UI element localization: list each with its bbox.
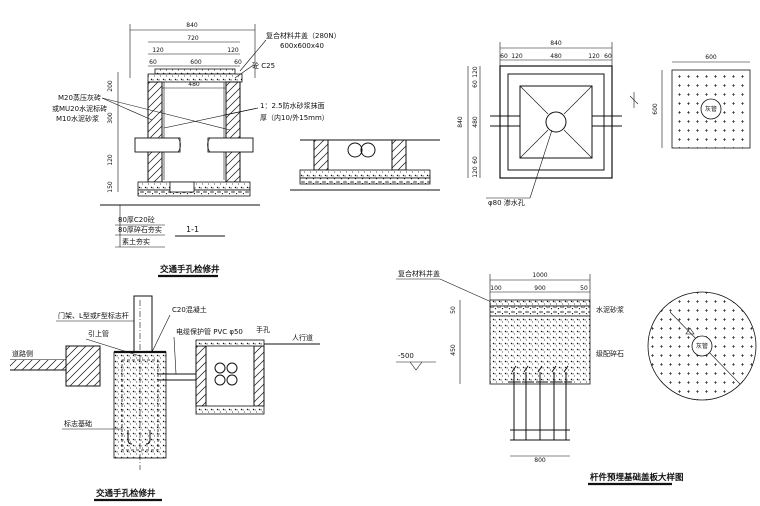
plan-view: 840 60 120 480 120 60 840 120 60 480 60 … xyxy=(457,40,639,207)
pole-v-dim-1: 50 xyxy=(450,306,457,314)
plan-v-b: 60 xyxy=(472,80,479,88)
cover-dim-w: 600 xyxy=(705,54,717,61)
pole-title: 杆件预埋基础盖板大样图 xyxy=(590,472,684,483)
dim-inner: 720 xyxy=(187,35,199,42)
v-dim-2: 300 xyxy=(107,112,114,124)
handhole-small xyxy=(290,139,440,191)
plan-dim-e: 60 xyxy=(604,53,612,60)
sign-foundation: 门架、L型或F型标志杆 引上管 C20混凝土 电缆保护管 PVC φ50 手孔 … xyxy=(10,295,320,502)
label-cover-size: 600x600x40 xyxy=(280,42,324,50)
pole-dim-right: 50 xyxy=(580,285,588,292)
cover-square: 600 600 灰管 xyxy=(652,54,751,149)
plan-v-total: 840 xyxy=(457,116,464,128)
plan-v-d: 60 xyxy=(472,156,479,164)
sign-label-pole: 门架、L型或F型标志杆 xyxy=(58,311,129,320)
label-cover: 复合材料井盖（280N） xyxy=(266,31,341,40)
section-mark: 1-1 xyxy=(186,225,199,234)
plan-dim-d: 120 xyxy=(588,53,600,60)
label-base-2: 80厚碎石夯实 xyxy=(118,225,162,234)
pole-dim-total: 1000 xyxy=(532,272,547,279)
pole-label-gravel: 级配碎石 xyxy=(596,349,624,358)
sign-label-base: 标志基础 xyxy=(64,419,92,428)
blank-area xyxy=(186,422,430,506)
sign-label-sidewalk: 人行道 xyxy=(292,333,313,342)
sign-label-conduit: 电缆保护管 PVC φ50 xyxy=(176,327,243,336)
v-dim-1: 200 xyxy=(107,80,114,92)
sign-label-c20: C20混凝土 xyxy=(172,305,207,314)
sign-title: 交通手孔检修井 xyxy=(96,488,156,499)
plan-v-e: 120 xyxy=(472,166,479,178)
pole-elevation: -500 xyxy=(398,352,414,360)
label-brick-1: M20蒸压灰砖 xyxy=(58,93,101,102)
round-cover-label: 灰管 xyxy=(696,342,708,350)
pole-dim-left: 100 xyxy=(490,285,502,292)
label-base-1: 80厚C20砼 xyxy=(118,215,155,224)
dim-lid-right: 60 xyxy=(234,59,242,66)
sign-label-pipe: 引上管 xyxy=(88,329,109,338)
cover-square-label: 灰管 xyxy=(705,105,717,113)
plan-dim-a: 60 xyxy=(500,53,508,60)
anchor-bolts xyxy=(508,365,572,441)
plan-dim-b: 120 xyxy=(511,53,523,60)
round-cover: 灰管 xyxy=(647,291,757,401)
label-brick-3: M10水泥砂浆 xyxy=(56,114,99,123)
plan-v-a: 120 xyxy=(472,66,479,78)
dim-lid-left: 60 xyxy=(149,59,157,66)
cover-dim-h: 600 xyxy=(652,103,659,115)
label-plaster-1: 1：2.5防水砂浆抹面 xyxy=(260,101,325,110)
dim-wall-left: 120 xyxy=(152,47,164,54)
pole-v-dim-2: 450 xyxy=(450,344,457,356)
v-dim-3: 120 xyxy=(107,154,114,166)
pole-label-cover: 复合材料井盖 xyxy=(398,269,440,278)
label-concrete: 砼 C25 xyxy=(252,61,275,70)
dim-total: 840 xyxy=(186,22,198,29)
v-dim-4: 150 xyxy=(107,181,114,193)
dim-wall-right: 120 xyxy=(227,47,239,54)
pole-dim-bottom: 800 xyxy=(534,457,546,464)
plan-v-c: 480 xyxy=(472,116,479,128)
dim-lid: 600 xyxy=(190,59,202,66)
dim-inner-clear: 480 xyxy=(188,81,200,88)
sign-label-handhole: 手孔 xyxy=(256,325,270,334)
label-plaster-2: 厚（内10/外15mm） xyxy=(260,113,329,122)
label-base-3: 素土夯实 xyxy=(122,237,150,246)
sign-label-road: 道路侧 xyxy=(12,349,33,358)
pole-label-mortar: 水泥砂浆 xyxy=(596,305,624,314)
handhole-section: 840 720 120 120 60 600 60 480 xyxy=(52,22,341,278)
section-title: 交通手孔检修井 xyxy=(160,264,220,275)
pole-dim-mid: 900 xyxy=(534,285,546,292)
plan-dim-c: 480 xyxy=(550,53,562,60)
pole-foundation: 复合材料井盖 1000 100 900 50 水泥砂浆 级配碎石 xyxy=(396,269,684,486)
plan-dim-total: 840 xyxy=(550,40,562,47)
drain-label: φ80 渗水孔 xyxy=(488,198,525,207)
label-brick-2: 或MU20水泥标砖 xyxy=(52,104,107,113)
